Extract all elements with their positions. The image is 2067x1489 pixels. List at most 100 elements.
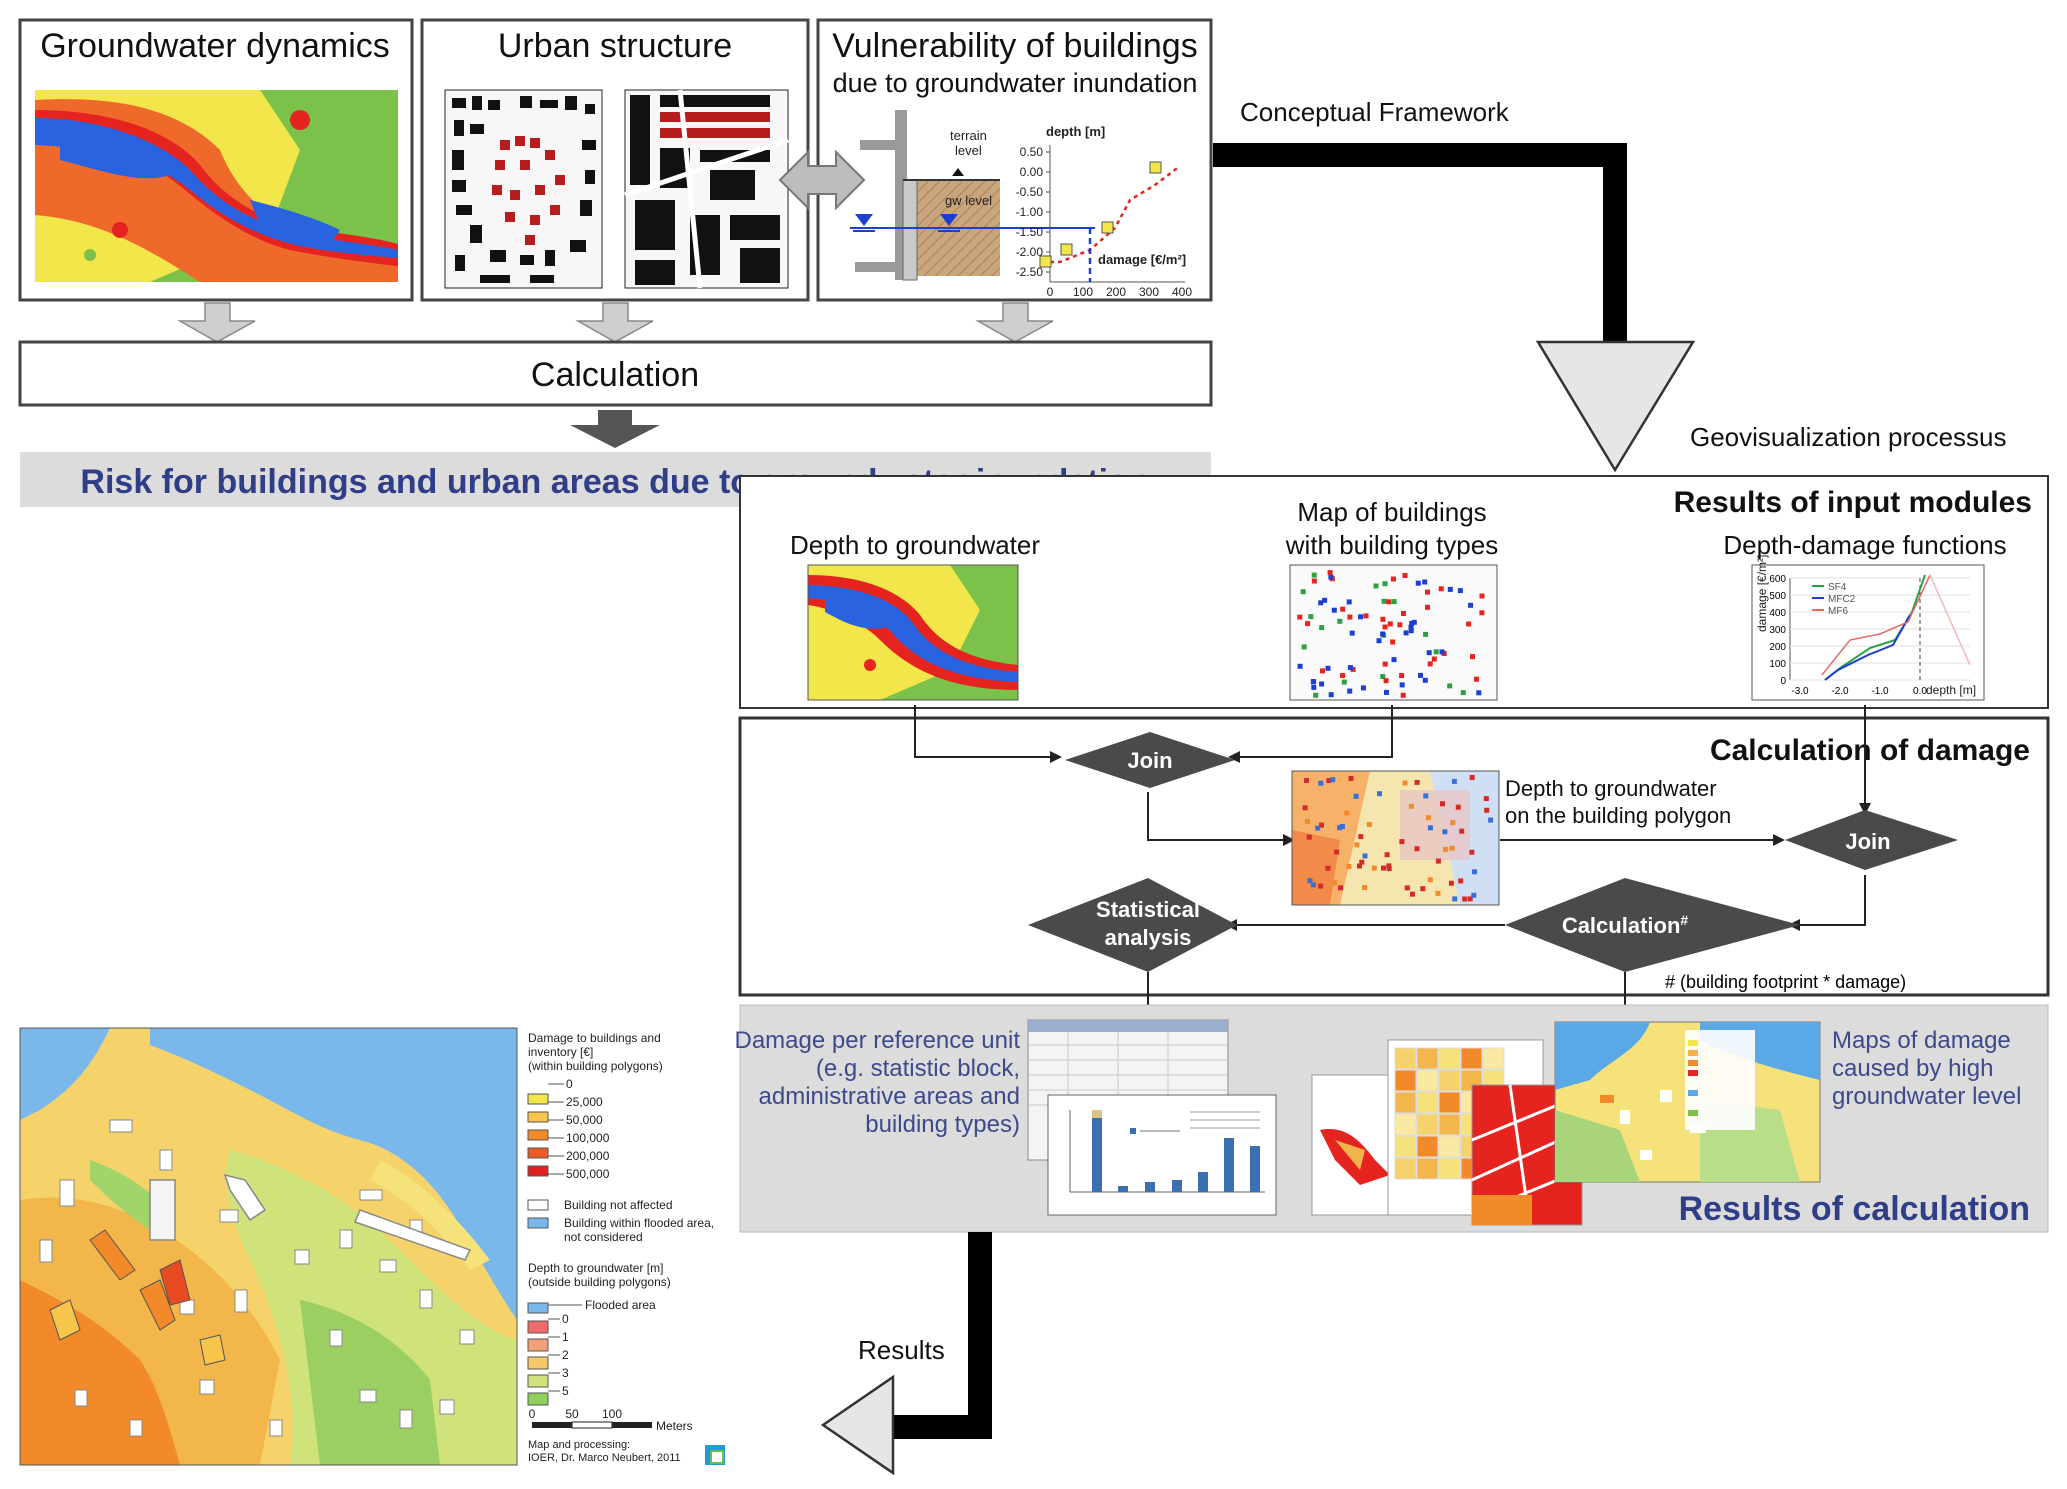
building-dot — [1438, 586, 1444, 592]
vuln-y-tick-label: 0.50 — [1020, 145, 1044, 159]
calculation-box — [18, 340, 1213, 407]
polygon-dot — [1386, 866, 1392, 872]
polygon-dot — [1425, 815, 1431, 821]
map-credit: Map and processing: — [528, 1439, 630, 1451]
building-dot — [1320, 668, 1325, 674]
polygon-dot — [1357, 863, 1362, 869]
legend-depth-swatch — [527, 1356, 549, 1370]
polygon-dot — [1488, 817, 1494, 823]
building-dot — [1391, 599, 1397, 605]
building-dot — [1308, 614, 1314, 620]
building-dot — [1382, 624, 1388, 630]
panel-input-modules: Results of input modules Depth to ground… — [739, 475, 2049, 709]
building-dot — [1340, 673, 1346, 678]
dd-legend-label: MF6 — [1828, 606, 1848, 617]
building-dot — [1381, 598, 1387, 604]
polygon-dot — [1472, 869, 1477, 875]
building-dot — [1319, 681, 1325, 687]
vuln-y-tick-label: -1.50 — [1016, 225, 1044, 239]
dd-y-tick-label: 0 — [1780, 676, 1786, 687]
building-dot — [1439, 649, 1445, 655]
building-dot — [1297, 614, 1303, 620]
urban-map-left-image — [444, 89, 603, 289]
polygon-dot — [1458, 878, 1464, 884]
join-node-1 — [1065, 732, 1235, 788]
building-dot — [1373, 583, 1379, 589]
polygon-dot — [1318, 780, 1324, 786]
terrain-level-label: terrain — [950, 128, 987, 143]
reference-unit-text: building types) — [865, 1111, 1020, 1138]
polygon-dot — [1384, 852, 1390, 858]
damage-map-stack-image — [1311, 1021, 1821, 1226]
results-header: Results of calculation — [1679, 1190, 2030, 1228]
building-dot — [1350, 666, 1356, 672]
vuln-x-tick-label: 300 — [1139, 285, 1159, 299]
vuln-x-label: damage [€/m²] — [1098, 252, 1186, 267]
building-dot — [1399, 682, 1405, 688]
dd-x-tick-label: -1.0 — [1871, 686, 1889, 697]
polygon-dot — [1332, 880, 1338, 886]
maps-of-damage-text: groundwater level — [1832, 1083, 2021, 1110]
building-dot — [1310, 679, 1316, 685]
calc-footnote: # (building footprint * damage) — [1665, 972, 1906, 992]
legend-depth-swatch — [527, 1338, 549, 1352]
dd-x-tick-label: -3.0 — [1791, 686, 1809, 697]
building-dot — [1383, 678, 1389, 684]
building-dot — [1466, 621, 1472, 627]
building-dot — [1322, 597, 1328, 603]
results-label: Results — [858, 1335, 945, 1365]
dd-legend-label: SF4 — [1828, 582, 1847, 593]
panel-urban-structure: Urban structure — [420, 18, 810, 302]
building-dot — [1433, 649, 1439, 655]
polygon-dot — [1483, 796, 1489, 802]
building-dot — [1479, 593, 1485, 599]
vuln-y-tick-label: -2.50 — [1016, 265, 1044, 279]
polygon-dot — [1318, 883, 1324, 889]
stat-node-line1: Statistical — [1096, 897, 1200, 922]
legend-title: Damage to buildings and — [528, 1031, 661, 1045]
vuln-x-tick-label: 100 — [1073, 285, 1093, 299]
polygon-dot — [1353, 793, 1359, 799]
down-arrows-top — [177, 302, 1054, 343]
building-dot — [1425, 604, 1430, 610]
building-dot — [1376, 638, 1382, 644]
join-node-2 — [1785, 810, 1958, 870]
legend-damage-class: 50,000 — [566, 1113, 603, 1127]
building-dot — [1447, 586, 1453, 592]
building-dot — [1457, 588, 1463, 594]
vuln-x-tick-label: 400 — [1172, 285, 1192, 299]
grid-cell — [1416, 1113, 1439, 1136]
calculation-node — [1505, 878, 1800, 972]
building-dot — [1426, 650, 1432, 656]
maps-of-damage-text: Maps of damage — [1832, 1027, 2011, 1054]
building-dot — [1399, 673, 1405, 678]
building-dot — [1391, 657, 1397, 663]
down-arrow-risk — [570, 410, 660, 448]
building-dot — [1380, 616, 1386, 622]
polygon-dot — [1362, 853, 1368, 859]
building-dot — [1403, 630, 1409, 636]
reference-unit-text: (e.g. statistic block, — [816, 1055, 1020, 1082]
legend-damage-swatch — [527, 1147, 549, 1159]
legend-flooded-building: not considered — [564, 1230, 643, 1244]
building-dot — [1325, 665, 1331, 671]
building-dot — [1331, 607, 1337, 613]
building-dot — [1297, 663, 1303, 669]
legend-damage-class: 0 — [566, 1077, 573, 1091]
ioer-logo — [705, 1445, 725, 1465]
groundwater-title: Groundwater dynamics — [40, 27, 390, 65]
grid-cell — [1460, 1047, 1483, 1070]
grid-cell — [1416, 1047, 1439, 1070]
vulnerability-subtitle: due to groundwater inundation — [833, 68, 1198, 98]
building-dot — [1409, 620, 1415, 626]
legend-damage-swatch — [527, 1165, 549, 1177]
building-dot — [1418, 672, 1423, 678]
building-dot — [1347, 688, 1353, 694]
damage-result-map-image — [19, 1027, 518, 1466]
polygon-dot — [1462, 896, 1468, 902]
building-polygon-map-image — [1292, 771, 1499, 905]
building-dot — [1341, 679, 1347, 685]
polygon-dot — [1326, 778, 1332, 784]
dd-y-label: damage [€/m²] — [1755, 555, 1769, 632]
